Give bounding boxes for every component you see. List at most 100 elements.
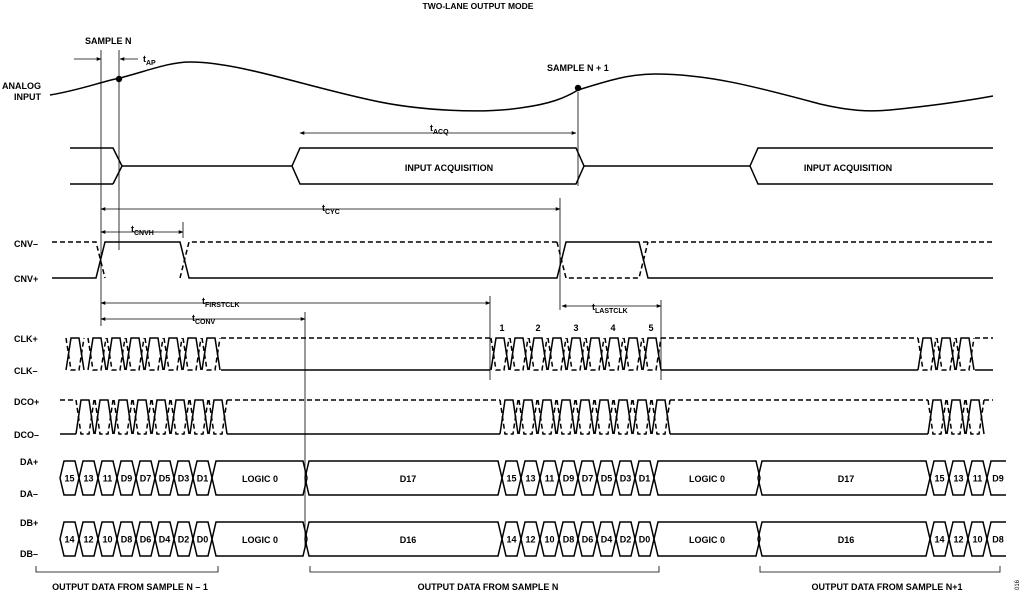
sample-n1-label: SAMPLE N + 1 bbox=[547, 63, 609, 73]
da-plus-label: DA+ bbox=[20, 457, 38, 467]
dco-pulse-dashed bbox=[594, 399, 614, 435]
figure-number: 016 bbox=[1015, 579, 1021, 590]
db-bit-next-0-label: 14 bbox=[934, 535, 944, 545]
dco-pulse-dashed bbox=[965, 399, 985, 435]
clk-pulse-dashed bbox=[604, 337, 624, 371]
tap-label: tAP bbox=[143, 54, 156, 67]
dco-pulse-dashed bbox=[927, 399, 947, 435]
clk-pulse-dashed bbox=[547, 337, 567, 371]
da-d17-label-1: D17 bbox=[400, 474, 417, 484]
clk-pulse-dashed bbox=[642, 337, 662, 371]
db-bit-prev-7-label: D0 bbox=[197, 535, 209, 545]
db-bit-cur-3-label: D8 bbox=[563, 535, 575, 545]
analog-input-label-1: ANALOG bbox=[2, 81, 41, 91]
dco-pulse-dashed bbox=[575, 399, 595, 435]
acquisition-bus-top bbox=[70, 147, 123, 185]
output-label-next: OUTPUT DATA FROM SAMPLE N+1 bbox=[811, 582, 962, 592]
da-bit-cur-0-label: 15 bbox=[506, 474, 516, 484]
db-logic0-label: LOGIC 0 bbox=[242, 535, 278, 545]
clk-pulse-dashed bbox=[917, 337, 937, 371]
tacq-label: tACQ bbox=[430, 123, 449, 136]
tconv-label: tCONV bbox=[192, 313, 216, 326]
clk-pulse-dashed bbox=[201, 337, 221, 371]
dco-plus-label: DCO+ bbox=[14, 397, 39, 407]
db-logic0-cell-2 bbox=[653, 521, 761, 557]
acquisition-window-2 bbox=[749, 147, 993, 185]
da-bit-cur-6-label: D3 bbox=[620, 474, 632, 484]
db-bit-next-1-label: 12 bbox=[953, 535, 963, 545]
db-bit-prev-5-label: D4 bbox=[159, 535, 171, 545]
clk-pulse-dashed bbox=[163, 337, 183, 371]
analog-input-waveform bbox=[49, 61, 994, 112]
clk-pulse-dashed bbox=[182, 337, 202, 371]
da-bit-next-3-label: D9 bbox=[992, 474, 1004, 484]
clk-plus-label: CLK+ bbox=[14, 334, 38, 344]
da-bit-next-0-label: 15 bbox=[934, 474, 944, 484]
db-plus-label: DB+ bbox=[20, 518, 38, 528]
clk-pulse-dashed bbox=[490, 337, 510, 371]
db-logic0-cell bbox=[211, 521, 308, 557]
db-d16-label-2: D16 bbox=[838, 535, 855, 545]
db-bit-cur-7-label: D0 bbox=[639, 535, 651, 545]
dco-pulse-dashed bbox=[75, 399, 95, 435]
clk-pulse-dashed bbox=[125, 337, 145, 371]
dco-minus-label: DCO– bbox=[14, 430, 39, 440]
dco-pulse-dashed bbox=[94, 399, 114, 435]
dco-pulse-dashed bbox=[537, 399, 557, 435]
db-bit-prev-6-label: D2 bbox=[178, 535, 190, 545]
db-bit-next-3 bbox=[986, 521, 1006, 557]
clk-pulse-dashed bbox=[65, 337, 85, 371]
clk-waveform bbox=[65, 337, 993, 371]
acquisition-label-2: INPUT ACQUISITION bbox=[804, 163, 892, 173]
db-d16-label-1: D16 bbox=[400, 535, 417, 545]
dco-pulse-dashed bbox=[651, 399, 671, 435]
da-bit-cur-5-label: D5 bbox=[601, 474, 613, 484]
da-bit-next-1-label: 13 bbox=[953, 474, 963, 484]
clk-number-1: 1 bbox=[499, 323, 504, 333]
clk-pulse-dashed bbox=[144, 337, 164, 371]
clk-number-3: 3 bbox=[573, 323, 578, 333]
da-bit-cur-2-label: 11 bbox=[545, 474, 555, 484]
clk-pulse-dashed bbox=[585, 337, 605, 371]
dco-pulse-dashed bbox=[151, 399, 171, 435]
dco-pulse-dashed bbox=[946, 399, 966, 435]
clk-pulse-dashed bbox=[936, 337, 956, 371]
da-bit-cur-7-label: D1 bbox=[639, 474, 651, 484]
db-bit-prev-2-label: 10 bbox=[102, 535, 112, 545]
da-bit-prev-0-label: 15 bbox=[64, 474, 74, 484]
db-bit-next-3-label: D8 bbox=[992, 535, 1004, 545]
da-logic0-cell bbox=[211, 460, 308, 496]
da-bit-cur-3-label: D9 bbox=[563, 474, 575, 484]
clk-number-4: 4 bbox=[610, 323, 615, 333]
dco-pulse-dashed bbox=[613, 399, 633, 435]
da-bit-cur-1-label: 13 bbox=[525, 474, 535, 484]
clk-pulse-dashed bbox=[106, 337, 126, 371]
dco-pulse-dashed bbox=[518, 399, 538, 435]
clk-pulse-dashed bbox=[528, 337, 548, 371]
da-bit-cur-4-label: D7 bbox=[582, 474, 594, 484]
da-bit-prev-2-label: 11 bbox=[103, 474, 113, 484]
da-bit-prev-7-label: D1 bbox=[197, 474, 209, 484]
tcnvh-label: tCNVH bbox=[131, 224, 154, 237]
dco-pulse-dashed bbox=[113, 399, 133, 435]
cnv-minus-waveform bbox=[52, 241, 993, 279]
db-bit-cur-4-label: D6 bbox=[582, 535, 594, 545]
output-bracket-next bbox=[759, 566, 1001, 573]
da-bit-prev-1-label: 13 bbox=[83, 474, 93, 484]
output-bracket-prev bbox=[35, 566, 219, 573]
db-bit-cur-6-label: D2 bbox=[620, 535, 632, 545]
db-bit-prev-4-label: D6 bbox=[140, 535, 152, 545]
db-bit-cur-2-label: 10 bbox=[544, 535, 554, 545]
output-label-prev: OUTPUT DATA FROM SAMPLE N – 1 bbox=[52, 582, 208, 592]
db-bit-next-2-label: 10 bbox=[972, 535, 982, 545]
db-bit-prev-0-label: 14 bbox=[64, 535, 74, 545]
output-label-cur: OUTPUT DATA FROM SAMPLE N bbox=[418, 582, 559, 592]
da-logic0-cell-2 bbox=[653, 460, 761, 496]
tlastclk-label: tLASTCLK bbox=[592, 302, 628, 315]
db-logic0-label-2: LOGIC 0 bbox=[689, 535, 725, 545]
db-minus-label: DB– bbox=[20, 549, 38, 559]
dco-pulse-dashed bbox=[556, 399, 576, 435]
